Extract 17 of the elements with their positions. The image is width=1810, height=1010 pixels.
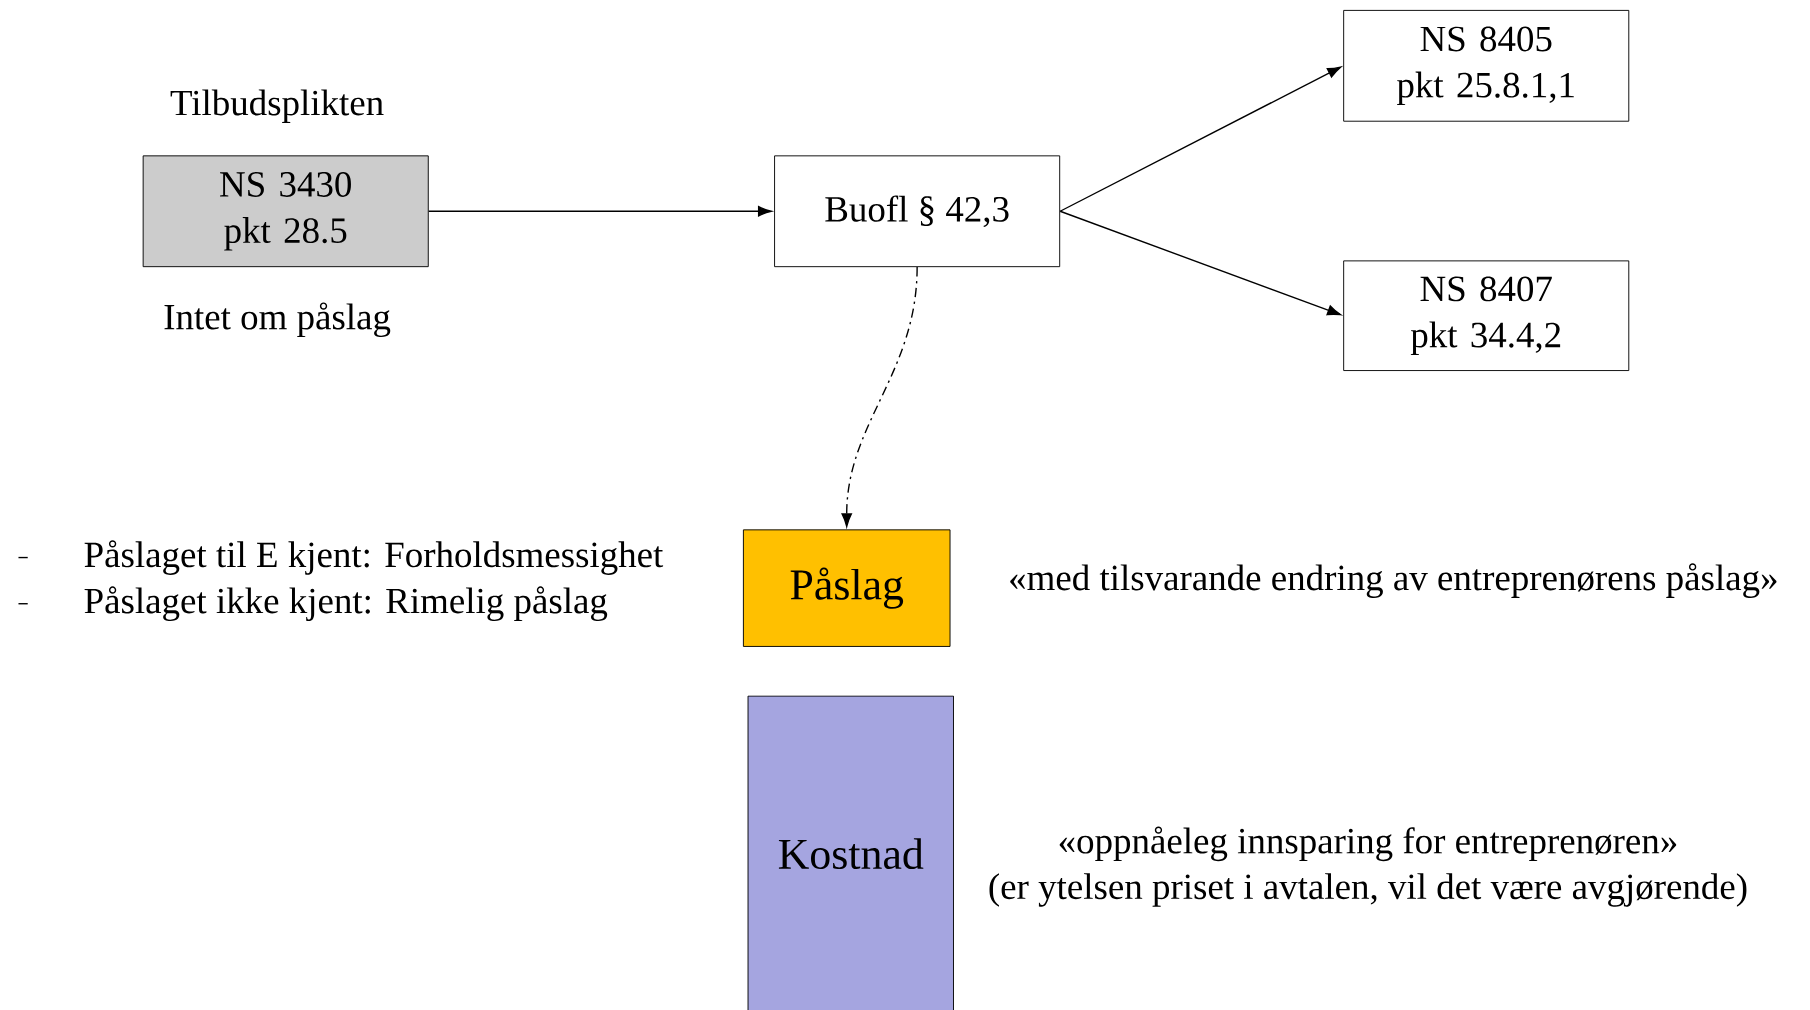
list-item: Påslaget til E kjent: Forholdsmessighet — [84, 540, 664, 575]
process-box: NS 3430 pkt 28.5 — [142, 155, 429, 268]
arrow — [1059, 210, 1342, 316]
process-box: Buofl § 42,3 — [774, 155, 1061, 268]
side-note: Tilbudsplikten — [170, 89, 384, 123]
side-note: «med tilsvarande endring av entreprenørens påslag» — [1010, 563, 1777, 598]
arrow — [1059, 66, 1342, 212]
process-box: Påslag — [742, 529, 951, 647]
process-box: NS 8405 pkt 25.8.1,1 — [1343, 9, 1630, 122]
process-box: Kostnad — [747, 695, 954, 1010]
arrow — [428, 205, 772, 217]
side-note: (er ytelsen priset i avtalen, vil det være avgjørende) — [989, 873, 1747, 907]
process-box: NS 8407 pkt 34.4,2 — [1343, 260, 1630, 371]
side-note: «oppnåeleg innsparing for entreprenøren» — [1059, 826, 1677, 862]
side-note: Intet om påslag — [164, 302, 391, 338]
arrow — [841, 266, 918, 528]
list-item: Påslaget ikke kjent: Rimelig påslag — [84, 586, 608, 622]
